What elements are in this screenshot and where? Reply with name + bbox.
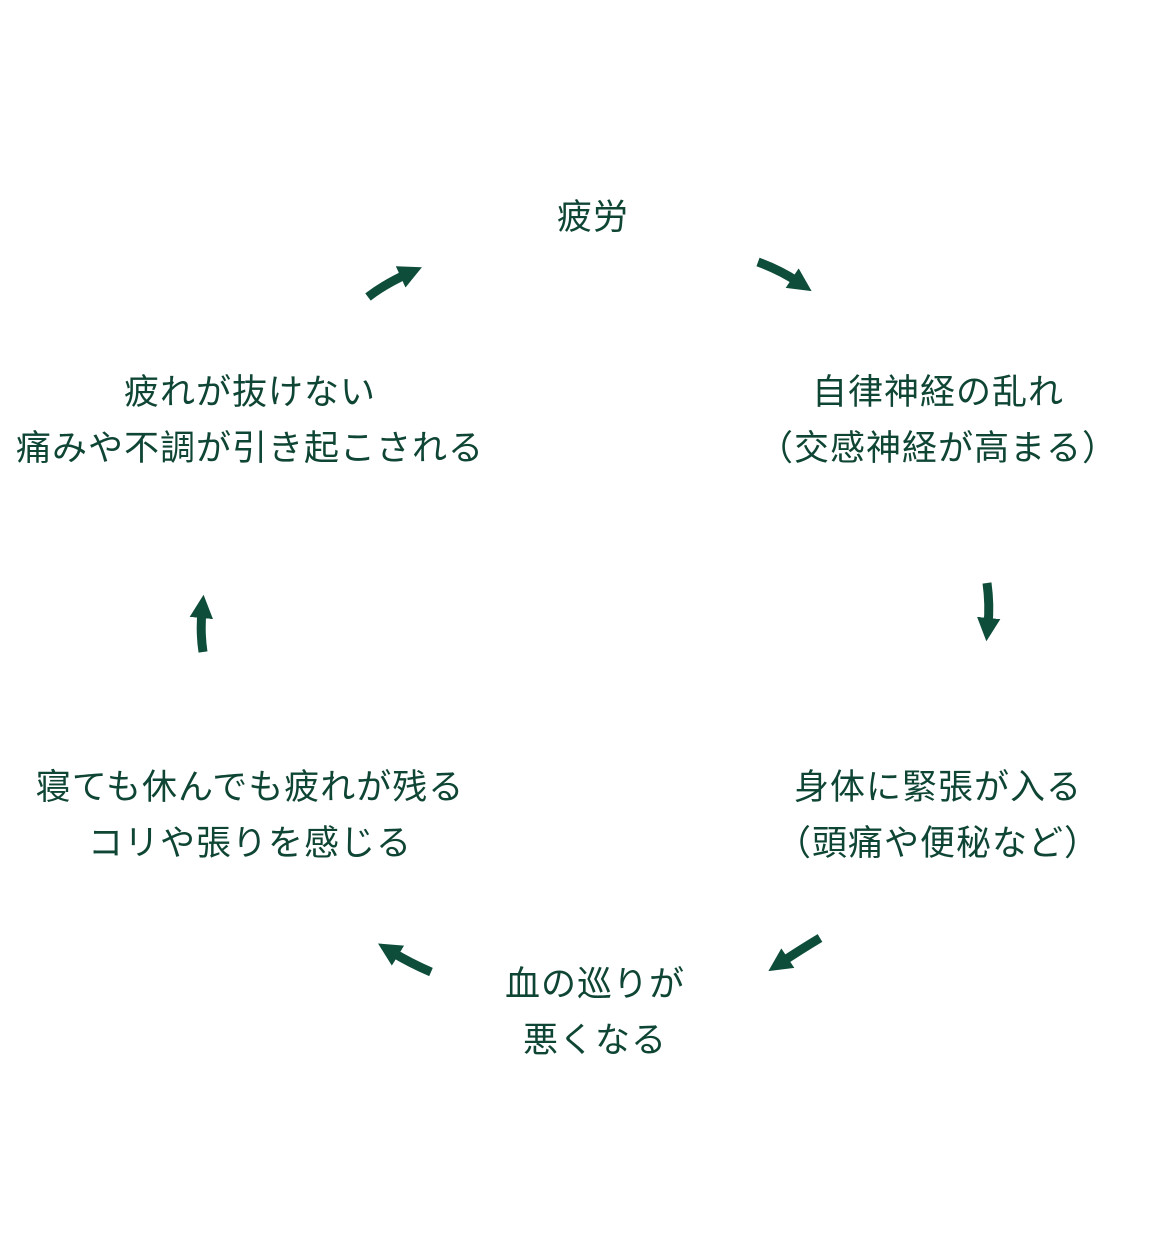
cycle-node-poor-circulation: 血の巡りが 悪くなる: [470, 957, 720, 1069]
arrow-up-left-icon: [378, 943, 433, 977]
node-text: 寝ても休んでも疲れが残る: [35, 768, 465, 808]
node-text: 身体に緊張が入る: [793, 768, 1082, 808]
cycle-node-fatigue: 疲労: [493, 190, 693, 246]
arrow-up-icon: [189, 594, 213, 653]
cycle-node-residual-fatigue: 寝ても休んでも疲れが残る コリや張りを感じる: [0, 760, 500, 872]
cycle-node-persistent-fatigue: 疲れが抜けない 痛みや不調が引き起こされる: [0, 365, 500, 477]
node-text: 疲れが抜けない: [123, 373, 376, 413]
arrow-up-right-icon: [365, 266, 422, 301]
node-text: 血の巡りが: [504, 965, 685, 1005]
node-text: 自律神経の乱れ: [811, 373, 1064, 413]
node-text: 痛みや不調が引き起こされる: [15, 429, 484, 469]
arrow-down-left-icon: [768, 934, 823, 972]
node-text: 疲労: [556, 198, 629, 238]
cycle-node-autonomic-disorder: 自律神経の乱れ （交感神経が高まる）: [728, 365, 1148, 477]
arrow-right-down-icon: [756, 257, 812, 292]
arrow-down-icon: [977, 582, 1001, 642]
node-text: 悪くなる: [522, 1021, 667, 1061]
cycle-node-body-tension: 身体に緊張が入る （頭痛や便秘など）: [728, 760, 1148, 872]
node-subtext: （交感神経が高まる）: [757, 429, 1118, 469]
node-subtext: （頭痛や便秘など）: [775, 824, 1100, 864]
node-text: コリや張りを感じる: [87, 824, 412, 864]
